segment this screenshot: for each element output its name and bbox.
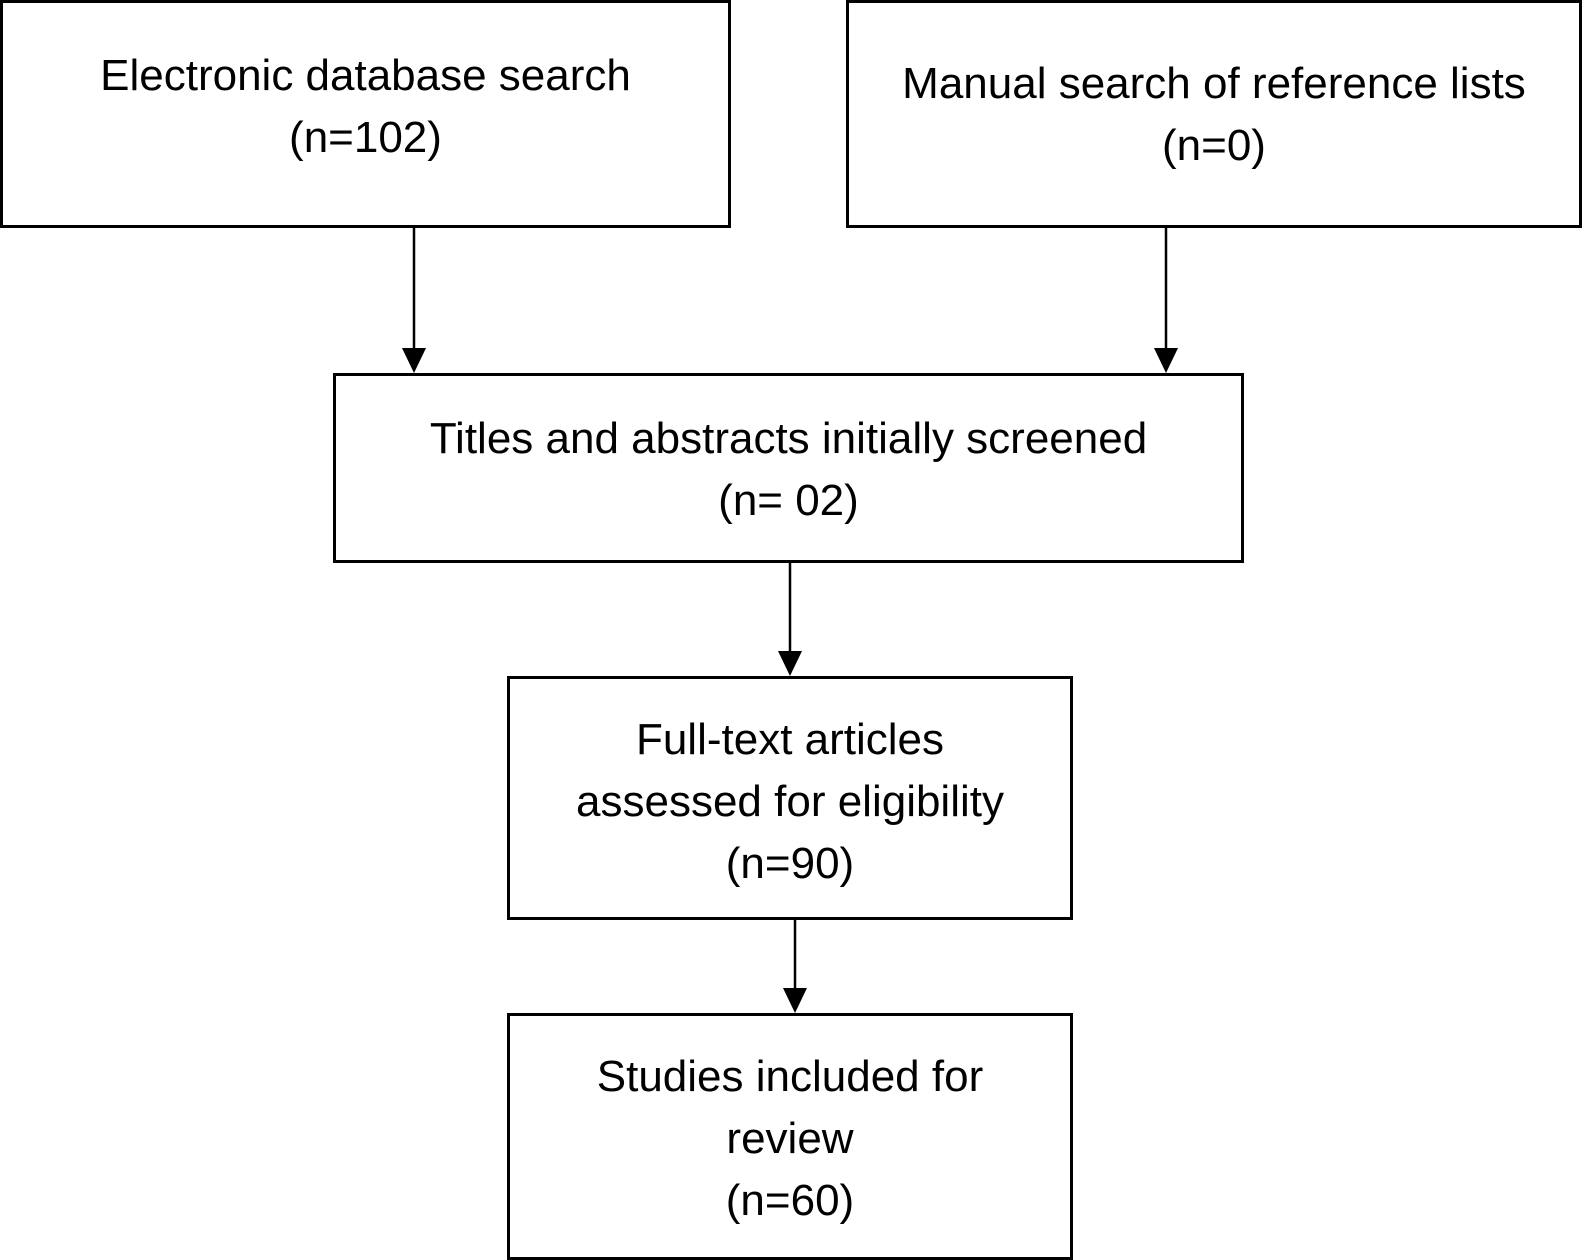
included-count: (n=60) — [725, 1176, 855, 1225]
full-text-title-line2: assessed for eligibility — [576, 777, 1004, 826]
database-search-title: Electronic database search — [100, 51, 631, 100]
included-title-line1: Studies included for — [596, 1052, 984, 1101]
manual-search-count: (n=0) — [1162, 121, 1266, 170]
included-studies-box: Studies included for review (n=60) — [507, 1013, 1073, 1260]
screening-count: (n= 02) — [718, 476, 859, 525]
screening-title: Titles and abstracts initially screened — [429, 414, 1148, 463]
full-text-box: Full-text articles assessed for eligibil… — [507, 676, 1073, 920]
arrow-manual-to-screening — [1154, 228, 1178, 373]
manual-search-box: Manual search of reference lists (n=0) — [846, 0, 1582, 228]
arrow-database-to-screening — [402, 228, 426, 373]
included-title-line2: review — [726, 1114, 854, 1163]
arrow-screening-to-fulltext — [778, 563, 802, 676]
database-search-count: (n=102) — [289, 113, 442, 162]
full-text-title-line1: Full-text articles — [635, 715, 945, 764]
database-search-box: Electronic database search (n=102) — [0, 0, 731, 228]
screening-box: Titles and abstracts initially screened … — [333, 373, 1244, 563]
full-text-count: (n=90) — [725, 839, 855, 888]
manual-search-title: Manual search of reference lists — [902, 59, 1526, 108]
arrow-fulltext-to-included — [783, 920, 807, 1013]
